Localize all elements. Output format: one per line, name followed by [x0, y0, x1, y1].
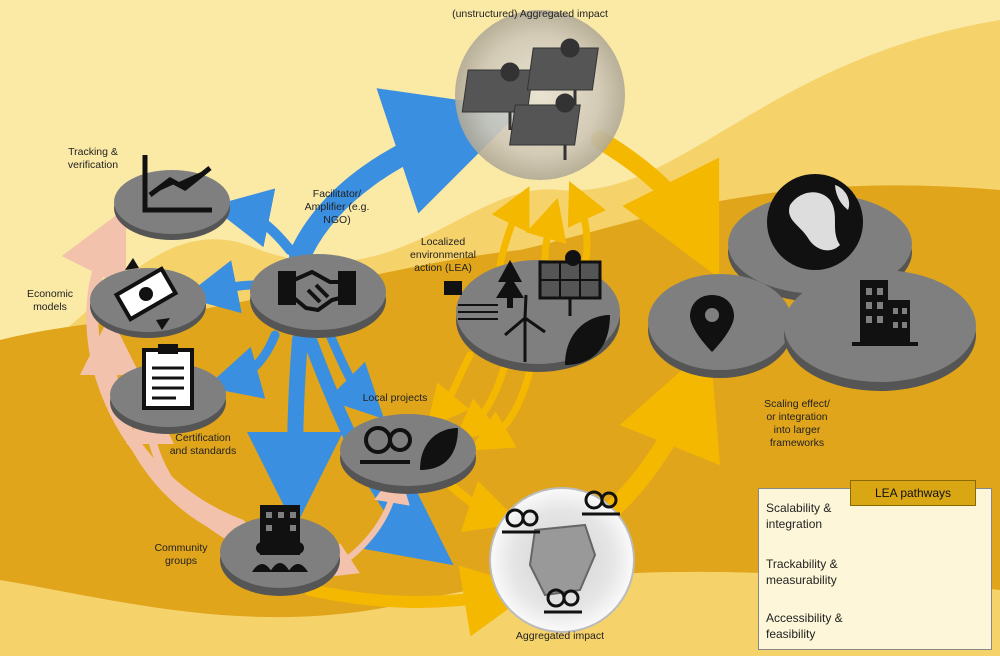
tracking-node	[114, 155, 230, 240]
label-certification: Certification and standards	[169, 432, 237, 458]
community-building-icon	[252, 505, 308, 572]
lea-node	[444, 250, 620, 372]
local-projects-node	[340, 414, 476, 494]
arrow-lea-up-2	[526, 197, 567, 264]
arrow-community-to-aggregated	[304, 565, 536, 637]
arrow-to-economic	[183, 260, 260, 314]
label-aggregated-bottom: Aggregated impact	[515, 630, 605, 642]
economic-node	[90, 258, 206, 338]
label-facilitator: Facilitator/ Amplifier (e.g. NGO)	[304, 188, 370, 227]
legend	[758, 488, 992, 650]
label-economic: Economic models	[26, 288, 74, 314]
leaf-icon	[420, 428, 458, 470]
arrow-community-to-certification	[126, 396, 239, 544]
arrow-bottom-to-scaling	[591, 344, 721, 529]
leaf-icon	[565, 315, 610, 365]
arrow-lea-to-local-3	[469, 366, 534, 451]
label-scaling: Scaling effect/ or integration into larg…	[764, 398, 830, 450]
label-tracking: Tracking & verification	[67, 146, 119, 172]
arrow-to-tracking	[210, 188, 295, 255]
arrow-lea-up-1	[491, 186, 530, 269]
certification-node	[110, 344, 226, 434]
region-map-icon	[528, 523, 597, 597]
money-cycle-icon	[113, 258, 179, 330]
legend-item-accessibility: Accessibility & feasibility	[766, 611, 843, 642]
arrow-facilitator-to-aggregated	[289, 88, 523, 266]
solar-panel-icon	[461, 38, 599, 160]
label-local-projects: Local projects	[362, 392, 428, 404]
arrow-to-community	[247, 332, 344, 528]
gear-wrench-icon	[502, 490, 620, 614]
arrow-lea-to-local-1	[426, 351, 474, 429]
globe-icon	[767, 174, 863, 270]
arrow-community-local-two-way	[319, 467, 410, 578]
yellow-arrows	[304, 131, 721, 637]
arrow-aggregated-to-scaling	[591, 131, 720, 279]
scaling-cluster	[648, 174, 976, 391]
label-aggregated-top: (unstructured) Aggregated impact	[452, 8, 608, 20]
legend-item-scalability: Scalability & integration	[766, 501, 832, 532]
arrow-lea-up-3	[567, 180, 606, 269]
chart-icon	[142, 155, 212, 213]
legend-title: LEA pathways	[850, 480, 976, 506]
aggregated-impact-top	[455, 10, 625, 180]
gear-wrench-icon	[360, 426, 412, 464]
clipboard-icon	[142, 344, 194, 410]
solar-panel-icon	[538, 250, 602, 316]
building-icon	[852, 280, 918, 346]
arrow-to-certification	[205, 330, 280, 399]
wind-turbine-icon	[504, 294, 546, 362]
label-lea: Localized environmental action (LEA)	[410, 236, 476, 275]
facilitator-node	[250, 254, 386, 338]
aggregated-impact-bottom	[489, 487, 635, 633]
legend-item-trackability: Trackability & measurability	[766, 557, 838, 588]
field-icon	[444, 281, 498, 320]
arrow-to-local-projects	[325, 330, 385, 420]
location-pin-icon	[690, 295, 734, 352]
community-node	[220, 505, 340, 596]
label-community: Community groups	[154, 542, 208, 568]
handshake-icon	[278, 269, 356, 313]
tree-icon	[496, 260, 524, 308]
